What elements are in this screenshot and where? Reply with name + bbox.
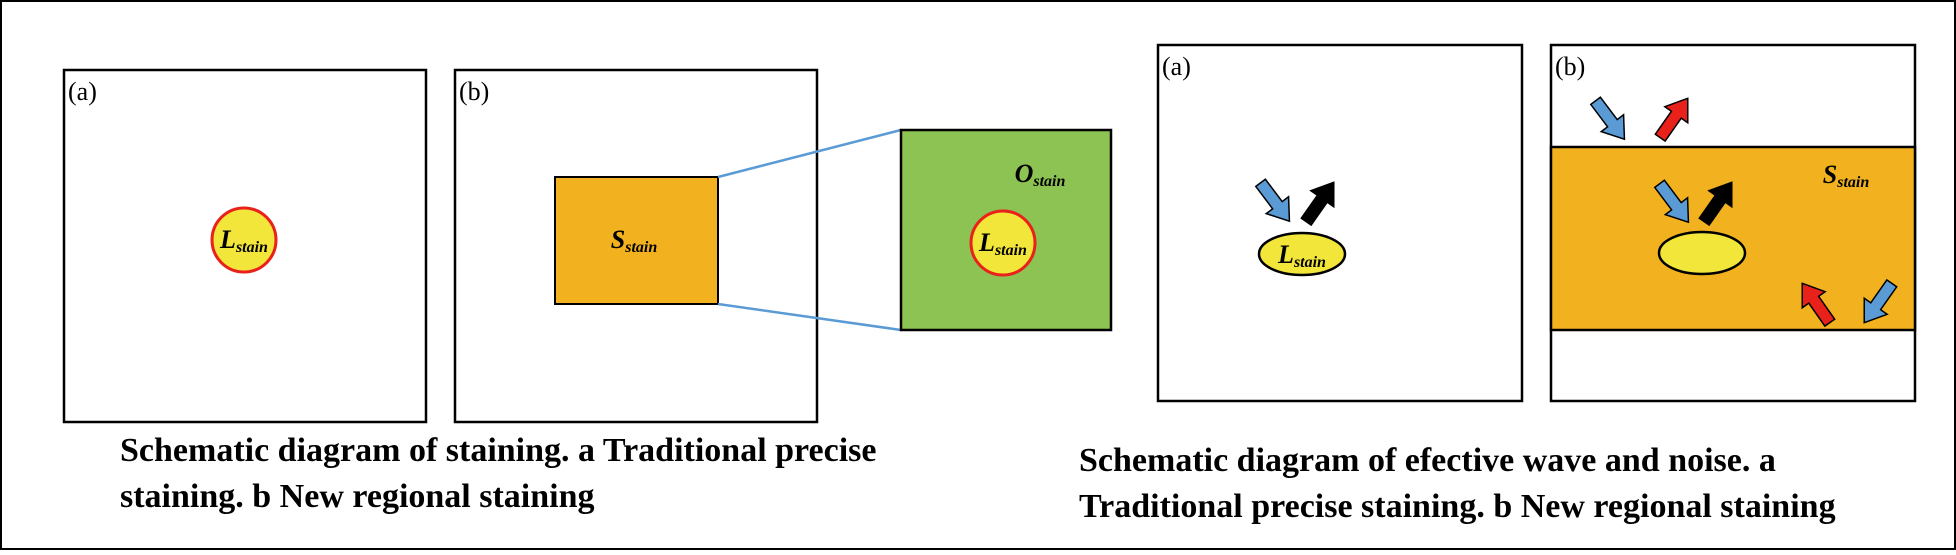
fig1-zoom-label: Ostain bbox=[1015, 159, 1066, 190]
fig1-zoom-stain-circle bbox=[969, 209, 1037, 277]
fig1-panel-a-tag: (a) bbox=[68, 77, 97, 106]
fig2-caption-line1: Schematic diagram of efective wave and n… bbox=[1079, 442, 1776, 479]
fig2-caption-line2: Traditional precise staining. b New regi… bbox=[1079, 488, 1836, 525]
fig1-panel-a-circle-label: Lstain bbox=[219, 225, 268, 256]
fig2-panel-a-tag: (a) bbox=[1162, 52, 1191, 81]
fig2-panel-a-ellipse-label: Lstain bbox=[1277, 240, 1326, 271]
fig1-caption-line1: Schematic diagram of staining. a Traditi… bbox=[120, 432, 877, 469]
fig2-panel-b: (b) Sstain bbox=[1549, 43, 1917, 403]
fig2-panel-b-tag: (b) bbox=[1555, 52, 1585, 81]
fig2-stain-ellipse bbox=[1257, 231, 1347, 277]
fig1-zoom-circle-label: Lstain bbox=[978, 228, 1027, 259]
fig2-panel-a-frame bbox=[1156, 43, 1524, 403]
fig1-region-label: Sstain bbox=[611, 225, 658, 256]
fig1-panel-b: (b) Sstain bbox=[453, 68, 819, 424]
fig1-zoom-box: Ostain Lstain bbox=[899, 128, 1113, 332]
fig1-region-rect bbox=[554, 176, 719, 305]
fig1-panel-a-frame bbox=[62, 68, 428, 424]
fig2-b-stain-ellipse bbox=[1657, 230, 1747, 276]
fig1-panel-b-tag: (b) bbox=[459, 77, 489, 106]
fig2-region-label: Sstain bbox=[1823, 160, 1870, 191]
figure2: (a) Lstain (b) Sstain bbox=[1156, 43, 1917, 403]
fig1-stain-circle bbox=[210, 206, 278, 274]
fig2-panel-a: (a) Lstain bbox=[1156, 43, 1524, 403]
fig2-caption: Schematic diagram of efective wave and n… bbox=[1079, 438, 1836, 530]
fig1-zoom-connector-top bbox=[717, 128, 902, 179]
fig1-caption: Schematic diagram of staining. a Traditi… bbox=[120, 428, 876, 520]
figure1: (a) Lstain (b) Sstain Ostain L bbox=[62, 68, 1113, 424]
fig1-panel-a: (a) Lstain bbox=[62, 68, 428, 424]
fig1-zoom-connector-bottom bbox=[717, 302, 902, 332]
fig1-caption-line2: staining. b New regional staining bbox=[120, 478, 595, 515]
